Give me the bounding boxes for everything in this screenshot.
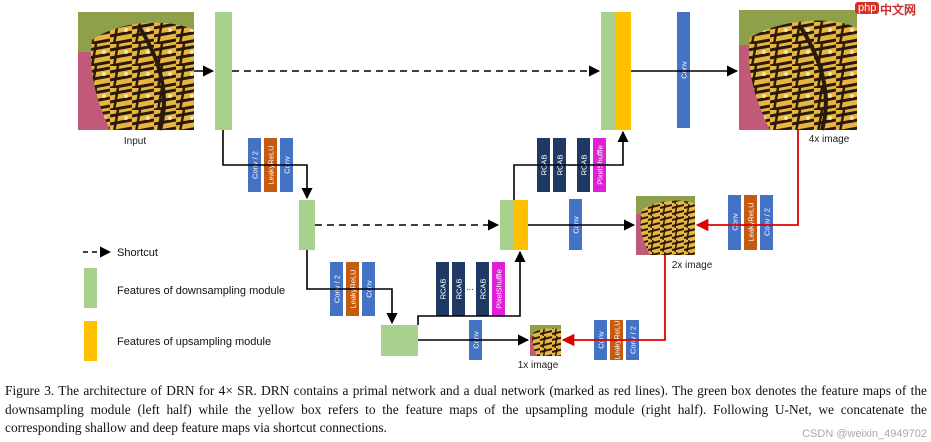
legend-shortcut-label: Shortcut [117,247,158,259]
1x-image [530,325,561,356]
dual-connections [561,130,799,347]
4x-image-label: 4x image [809,134,850,145]
out4x-conv-label: Conv [680,61,689,79]
out4x-conv-block [677,12,690,128]
up2-pixelshuffle-block [492,262,505,316]
up2-rcab-label-1: RCAB [439,279,448,300]
legend-down-label: Features of downsampling module [117,285,285,297]
1x-image-label: 1x image [518,360,559,371]
up2-rcab-label-2: RCAB [455,279,464,300]
dual1-leaky-label: LeakyReLU [747,202,756,241]
2x-image-label: 2x image [672,260,713,271]
up2-pixelshuffle-label: PixelShuffle [495,269,504,308]
up2-rcab-block-2 [452,262,465,316]
up2-dots: ... [466,282,474,292]
dual1-conv-label: Conv [731,213,740,231]
input-label: Input [124,136,146,147]
up1-dots: ... [568,158,576,168]
feature-map-concat-green-level1 [601,12,616,130]
feature-map-down-level2 [299,200,315,250]
feature-map-up-level1 [616,12,631,130]
feature-map-down-level3 [381,325,418,356]
shortcut-connections [232,65,601,231]
feature-map-down-level1 [215,12,232,130]
4x-image [739,10,857,131]
legend-down-swatch [84,268,97,308]
figure-caption: Figure 3. The architecture of DRN for 4×… [5,383,927,436]
feature-map-up-level2 [514,200,528,250]
watermark-bottom: CSDN @weixin_4949702 [802,428,927,440]
legend-up-swatch [84,321,97,361]
watermark-logo: php [855,2,880,14]
dual1-conv-block [728,195,741,250]
feature-map-concat-green-level2 [500,200,514,250]
up2-rcab-label-3: RCAB [479,279,488,300]
up2-rcab-block-3 [476,262,489,316]
dual1-conv-half-block [760,195,773,250]
legend-up-label: Features of upsampling module [117,336,271,348]
2x-image [636,196,695,255]
primal-connections [194,65,739,346]
legend: Shortcut Features of downsampling module… [83,246,285,361]
dual1-conv-half-label: Conv / 2 [763,208,772,236]
watermark-site: 中文网 [880,3,917,17]
up2-rcab-block-1 [436,262,449,316]
diagram-svg: Input 4x image 2x image 1x image Conv / … [78,10,857,371]
input-image [78,12,194,131]
dual1-leaky-block [744,195,757,250]
